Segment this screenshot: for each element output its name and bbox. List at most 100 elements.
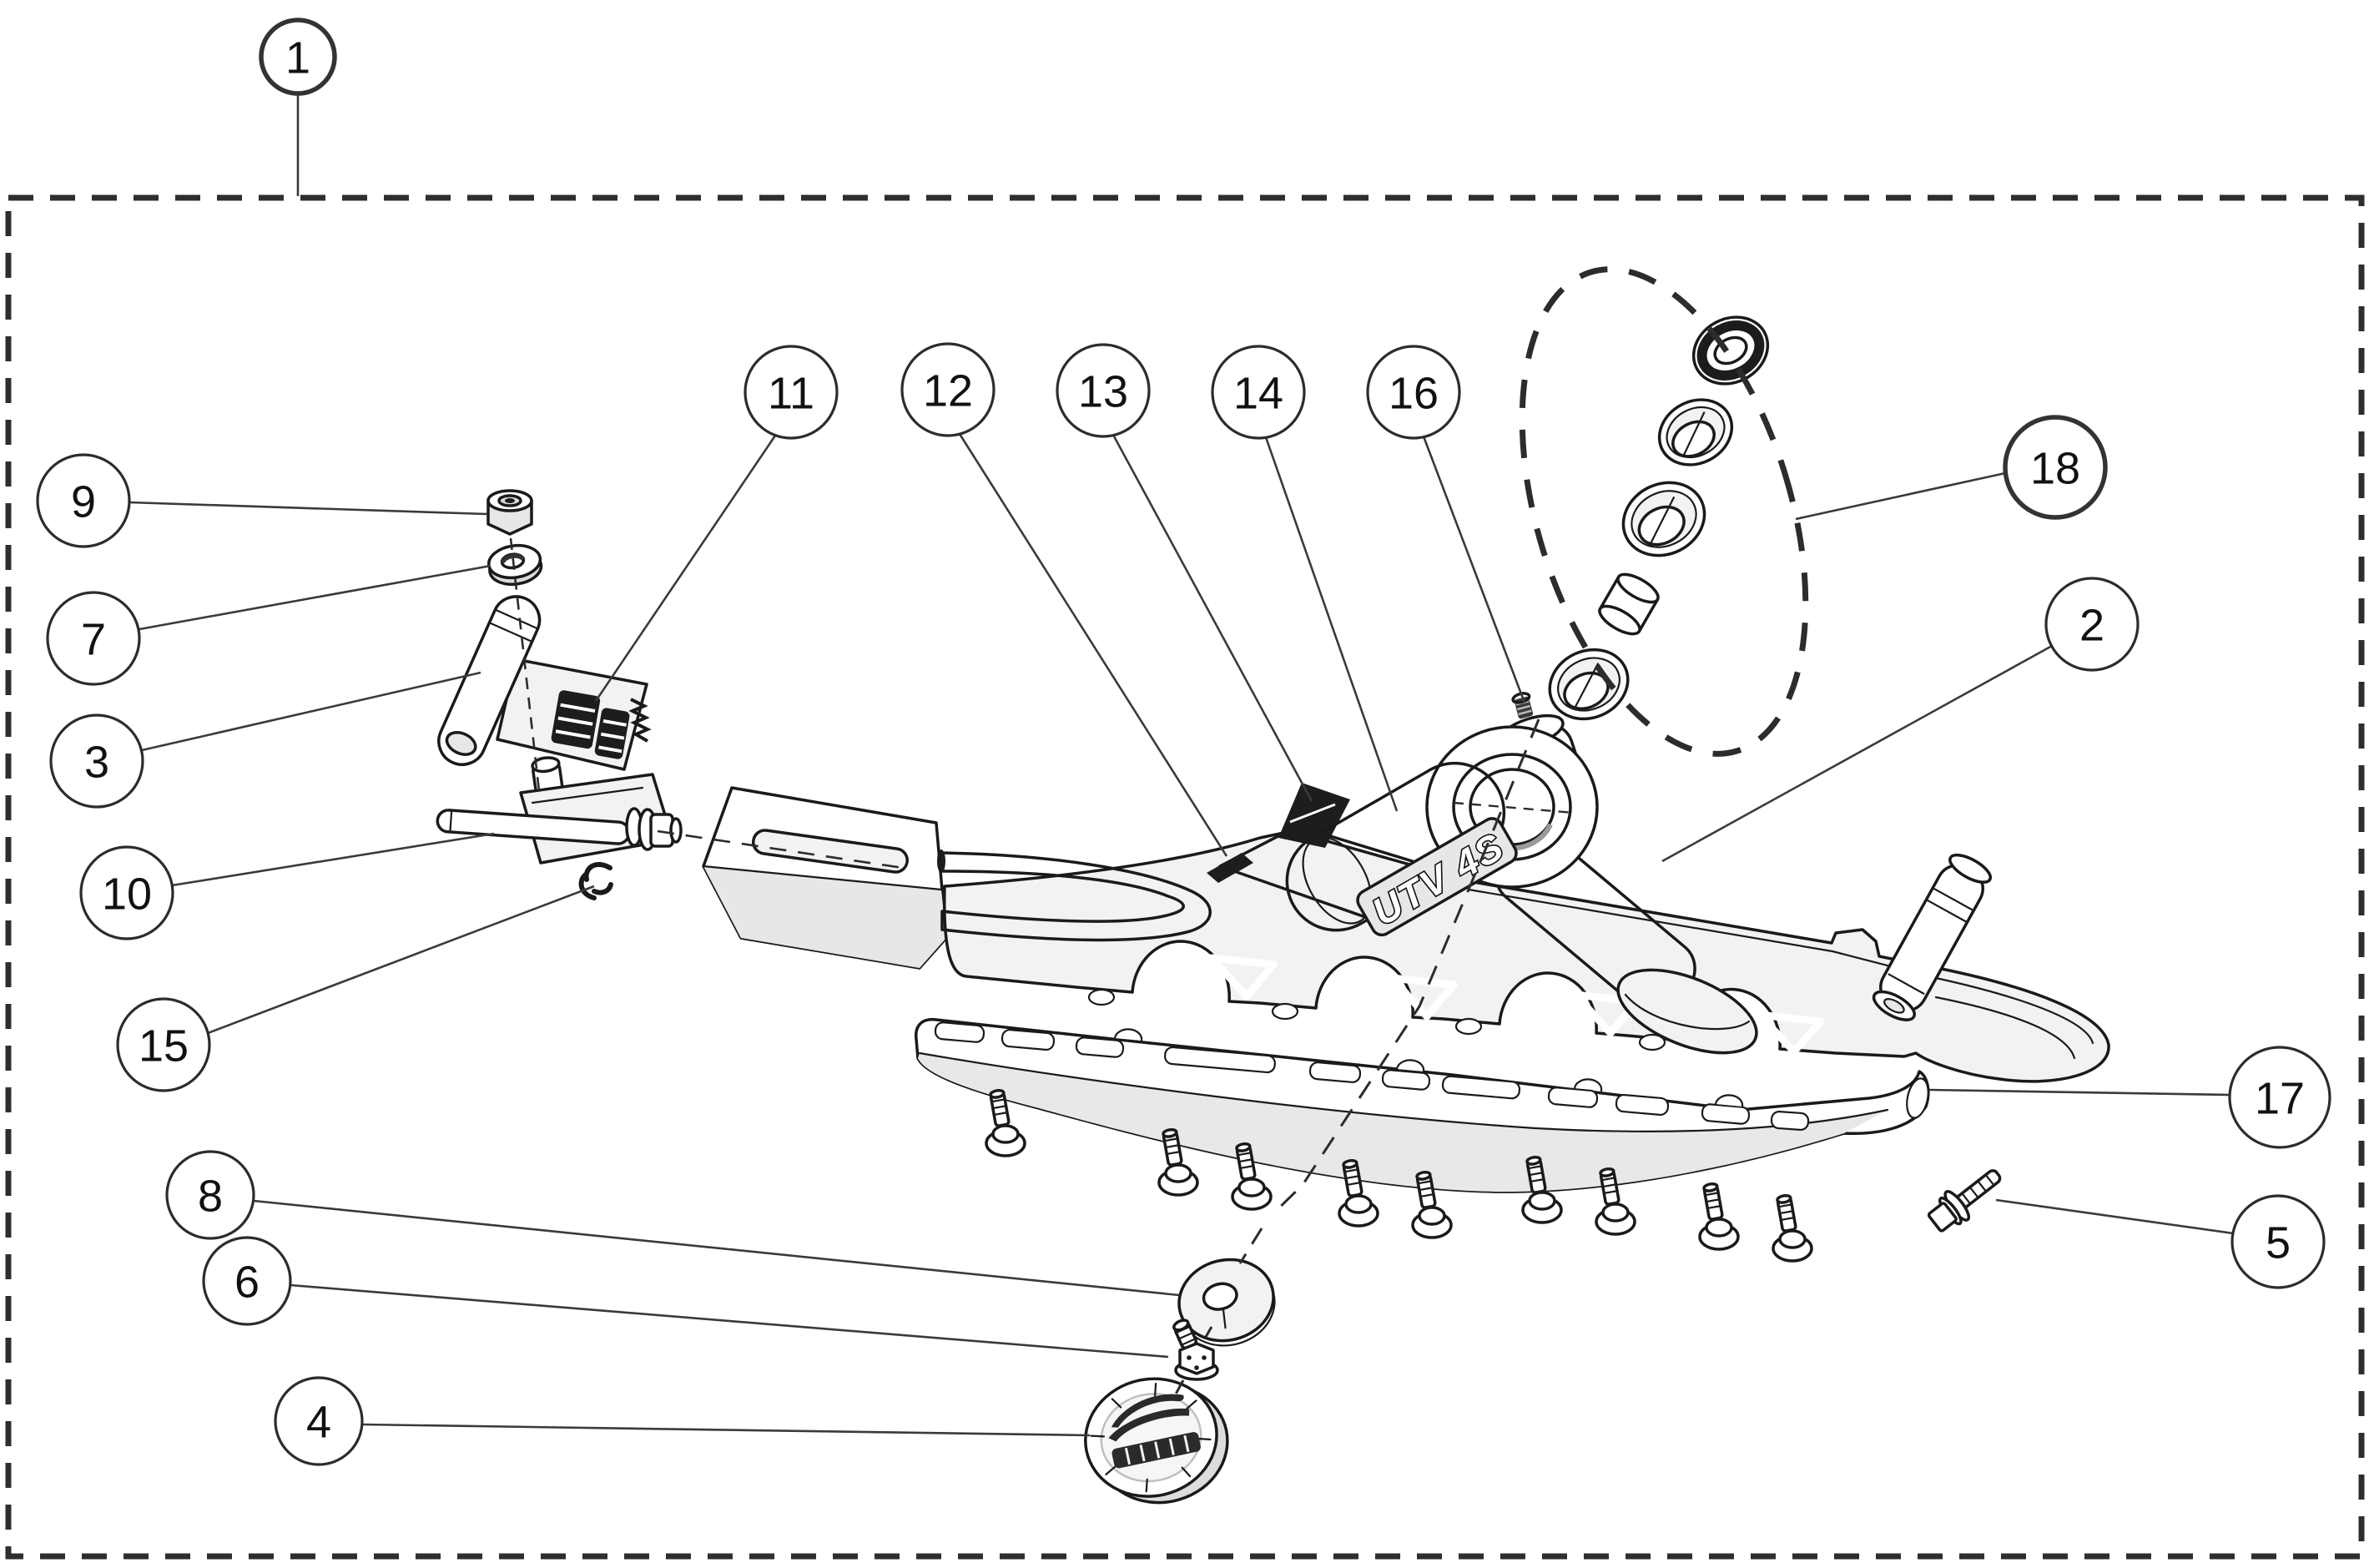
callout-leader-line (1795, 471, 2006, 521)
brand-emblem-icon (1108, 1394, 1190, 1442)
callout-number: 16 (1389, 368, 1439, 418)
callout-12: 12 (900, 342, 1228, 857)
flange-screw (1927, 1169, 2002, 1233)
callout-18: 18 (1795, 415, 2108, 521)
callout-number: 1 (285, 33, 310, 83)
ski-tip-block (702, 786, 948, 970)
callout-circle (165, 1150, 255, 1240)
triangle-emboss (1571, 991, 1641, 1037)
saddle-slot (1207, 853, 1253, 883)
callout-circle (1056, 343, 1151, 438)
runner-screw (1772, 1193, 1813, 1263)
callout-circle (36, 453, 131, 548)
ski-cap-emblem (1084, 1377, 1229, 1505)
callout-circle (79, 845, 174, 940)
exploded-view-artwork: UTV 4S (436, 315, 2110, 1505)
callout-leader-line (1661, 644, 2053, 863)
callout-number: 10 (102, 869, 152, 919)
spacer-sleeve (1598, 572, 1660, 636)
spindle-washer (1177, 1258, 1276, 1347)
callout-leader-line (1928, 1088, 2230, 1097)
callout-15: 15 (116, 885, 595, 1092)
callout-16: 16 (1366, 345, 1526, 703)
runner-screw (1157, 1127, 1199, 1197)
bearing-group-ellipse (1519, 266, 1809, 757)
callout-circle (1211, 345, 1306, 440)
runner-rail (915, 1017, 1930, 1193)
assembly-boundary-border (5, 194, 2365, 1560)
callout-number: 17 (2255, 1073, 2305, 1123)
e-clip (578, 862, 613, 900)
seal-ring (1691, 315, 1770, 386)
ski-loop-handle (939, 851, 1212, 942)
construction-dashed-line (1270, 718, 1540, 1217)
runner-screw (1698, 1182, 1740, 1251)
callout-1: 1 (259, 18, 337, 196)
callout-circle (2003, 415, 2108, 520)
rubber-stop-wedge (1278, 783, 1350, 848)
construction-dashed-line (1238, 1228, 1263, 1264)
callout-number: 12 (923, 366, 973, 416)
runner-screw (1231, 1142, 1273, 1211)
callout-leader-line (361, 1423, 1091, 1437)
callout-number: 15 (139, 1021, 189, 1071)
callout-leader-line (1111, 434, 1313, 802)
callout-10: 10 (79, 832, 495, 940)
callout-circle (46, 591, 141, 686)
callout-number: 9 (71, 476, 96, 527)
callout-number: 4 (306, 1397, 331, 1447)
steering-tie-rod-assembly (436, 489, 683, 900)
callout-leader-line (958, 433, 1228, 857)
ski-body (942, 824, 2110, 1083)
rear-grip-post (1872, 853, 1993, 1021)
callout-number: 18 (2030, 443, 2080, 493)
callout-circle (743, 345, 839, 440)
callout-3: 3 (49, 671, 481, 809)
callout-circle (202, 1236, 292, 1326)
grease-screw (1511, 692, 1534, 719)
construction-dashed-line (1172, 1379, 1185, 1399)
spindle-bolt (1172, 1318, 1219, 1381)
runner-screw (1521, 1155, 1563, 1224)
construction-dashed-line (657, 829, 904, 870)
callout-circle (2230, 1194, 2326, 1289)
callout-leader-line (1995, 1198, 2234, 1235)
serrated-stop-block (551, 690, 630, 759)
callout-leader-line (141, 671, 481, 752)
runner-screw (1595, 1167, 1636, 1236)
stop-spring (628, 698, 652, 743)
callout-leader-line (207, 885, 595, 1035)
callout-7: 7 (46, 564, 491, 686)
callout-leader-line (1264, 436, 1399, 812)
callout-number: 6 (234, 1257, 260, 1307)
callout-number: 14 (1233, 368, 1283, 418)
pivot-bracket (436, 756, 683, 865)
callout-number: 3 (84, 737, 109, 787)
triangle-emboss (1755, 1011, 1825, 1056)
runner-slots (934, 1021, 1810, 1132)
callout-9: 9 (36, 453, 488, 548)
callout-number: 2 (2079, 600, 2104, 650)
construction-dashed-line (1453, 801, 1575, 814)
callout-6: 6 (202, 1236, 1169, 1359)
callout-circle (2044, 577, 2140, 672)
flat-washer (487, 543, 543, 587)
construction-dashed-line (1204, 1326, 1213, 1338)
runner-screw (985, 1088, 1026, 1157)
bearing-race (1621, 481, 1706, 557)
callout-17: 17 (1928, 1046, 2331, 1149)
callout-leader-line (171, 832, 495, 887)
callout-11: 11 (594, 345, 839, 702)
callout-number: 5 (2266, 1218, 2291, 1268)
callout-leader-line (129, 501, 488, 516)
construction-lines (509, 537, 1575, 1399)
callout-circle (2228, 1046, 2331, 1149)
callout-2: 2 (1661, 577, 2140, 863)
triangle-emboss (1207, 954, 1278, 1001)
callout-circle (900, 342, 995, 437)
callout-5: 5 (1995, 1194, 2326, 1289)
callout-4: 4 (274, 1376, 1091, 1466)
triangle-emboss (1388, 974, 1458, 1021)
